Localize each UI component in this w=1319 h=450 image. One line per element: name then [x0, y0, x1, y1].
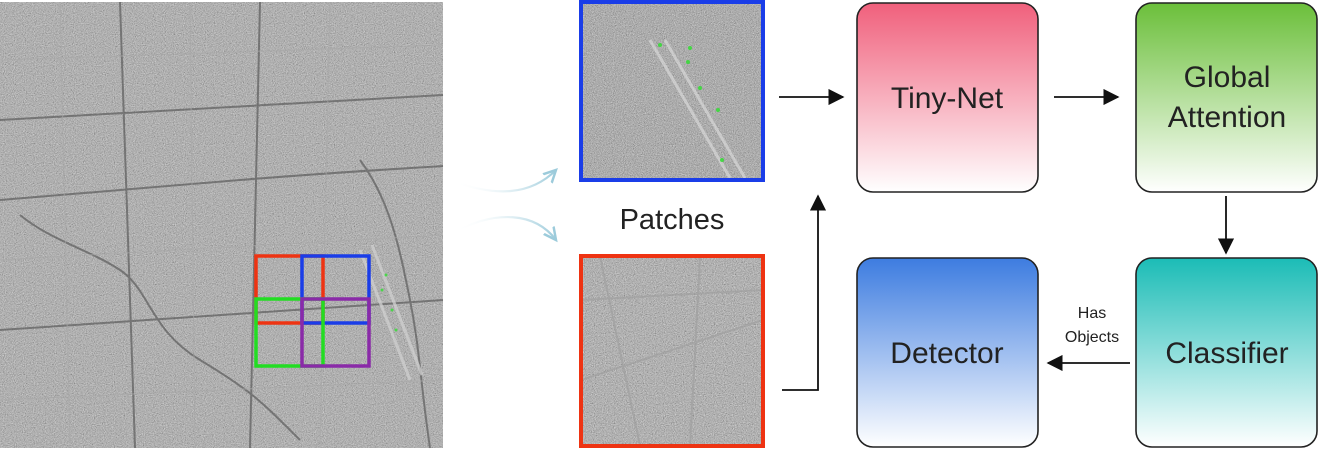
- detector-box: Detector: [857, 258, 1038, 447]
- arrow-bottom-patch-to-tiny-net: [782, 196, 818, 390]
- classifier-label: Classifier: [1165, 337, 1288, 370]
- satellite-image: [0, 2, 443, 448]
- global-attention-label-line1: Global: [1184, 61, 1271, 94]
- curve-connectors: [455, 170, 556, 240]
- tiny-net-box: Tiny-Net: [857, 3, 1038, 192]
- curve-to-top-patch: [455, 170, 556, 191]
- has-objects-label-line2: Objects: [1065, 329, 1119, 346]
- global-attention-box: Global Attention: [1136, 3, 1317, 192]
- curve-to-bottom-patch: [455, 217, 556, 240]
- global-attention-label-line2: Attention: [1168, 101, 1286, 134]
- detector-label: Detector: [890, 337, 1003, 370]
- tiny-net-label: Tiny-Net: [891, 82, 1004, 115]
- patches-label: Patches: [620, 204, 725, 236]
- patch-image-top: [581, 2, 763, 180]
- has-objects-label-line1: Has: [1078, 305, 1106, 322]
- classifier-box: Classifier: [1136, 258, 1317, 447]
- patch-image-bottom: [581, 256, 763, 446]
